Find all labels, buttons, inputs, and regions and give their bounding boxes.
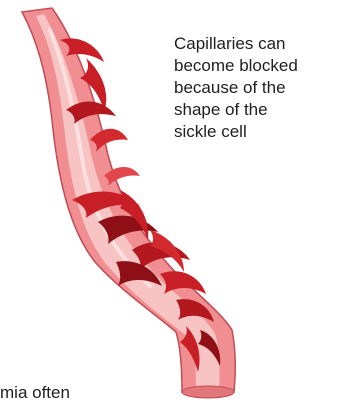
callout-line: Capillaries can [174, 33, 350, 55]
callout-line: sickle cell [174, 121, 350, 143]
capillary-opening [182, 386, 234, 398]
footer-text-fragment: mia often [0, 382, 70, 404]
callout-line: shape of the [174, 99, 350, 121]
callout-line: become blocked [174, 55, 350, 77]
callout-line: because of the [174, 77, 350, 99]
callout-text: Capillaries can become blocked because o… [174, 33, 350, 143]
